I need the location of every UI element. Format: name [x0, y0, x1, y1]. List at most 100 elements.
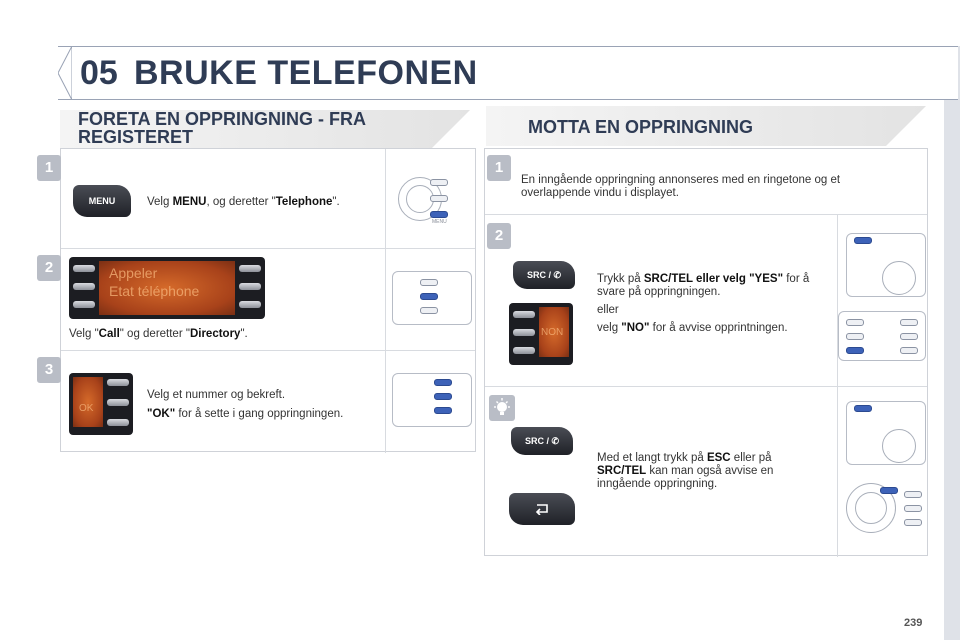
display-non-screen: NON: [509, 303, 573, 365]
display-ok: OK: [79, 403, 94, 414]
right-step-tip: SRC / ✆ Med et langt trykk på ESC eller …: [485, 387, 927, 557]
text-bold: "NO": [621, 322, 650, 334]
text-part: velg: [597, 322, 622, 334]
right-steps-panel: 1 En inngående oppringning annonseres me…: [484, 148, 928, 557]
right-section-title: MOTTA EN OPPRINGNING: [528, 117, 753, 137]
text-part: Velg ": [69, 328, 99, 340]
page-number: 239: [904, 617, 923, 629]
right-step-2: 2 SRC / ✆ NON Trykk på SRC/TEL eller vel…: [485, 215, 927, 387]
text-line: eller: [597, 304, 619, 316]
left-step-2-figure: [385, 249, 477, 350]
right-step-1: 1 En inngående oppringning annonseres me…: [485, 149, 927, 215]
text-part: Trykk på: [597, 273, 644, 285]
display-line-2: Etat téléphone: [109, 283, 200, 299]
text-part: Velg: [147, 196, 173, 208]
key-drawing: [420, 307, 438, 314]
screen-key: [73, 265, 95, 272]
screen-key: [107, 379, 129, 386]
return-arrow-icon: [535, 504, 548, 516]
control-knob-drawing: [846, 483, 896, 533]
text-part: ".: [332, 196, 340, 208]
left-step-3-text: Velg et nummer og bekreft. "OK" for å se…: [147, 389, 383, 421]
left-step-1-text: Velg MENU, og deretter "Telephone".: [147, 196, 387, 209]
screen-key: [513, 347, 535, 354]
text-part: ".: [240, 328, 248, 340]
text-part: " og deretter ": [119, 328, 190, 340]
lamp-icon: [489, 395, 515, 421]
src-tel-label: SRC / ✆: [526, 270, 562, 280]
screen-key: [73, 283, 95, 290]
left-step-3: 3 OK Velg et nummer og bekreft. "OK" for…: [37, 351, 477, 453]
key-drawing: [900, 333, 918, 340]
src-key-highlight: [854, 237, 872, 244]
key-drawing: [420, 279, 438, 286]
left-step-1-figure: MENU: [385, 149, 477, 248]
menu-button-image: MENU: [73, 185, 131, 217]
key-highlight: [434, 393, 452, 400]
left-step-3-figure: [385, 351, 477, 453]
text-bold: ESC: [706, 452, 731, 464]
key-drawing: [430, 195, 448, 202]
display-screen: [73, 377, 103, 427]
left-section-title-line1: FORETA EN OPPRINGNING - FRA: [78, 109, 366, 129]
text-line: velg "NO" for å avvise opprintningen.: [597, 322, 829, 335]
text-bold: Telephone: [275, 196, 333, 208]
display-screen: [99, 261, 235, 315]
keypad-drawing: [392, 373, 472, 427]
right-step-2-figure: [837, 215, 929, 386]
screen-key: [239, 301, 261, 308]
step-number-badge: 3: [37, 357, 61, 383]
text-line: Trykk på SRC/TEL eller velg "YES" for å …: [597, 273, 829, 299]
key-drawing: [904, 505, 922, 512]
text-part: eller på: [730, 452, 772, 464]
key-highlight: [434, 407, 452, 414]
right-step-tip-figure: [837, 387, 929, 557]
display-non: NON: [541, 327, 564, 338]
right-step-tip-text: Med et langt trykk på ESC eller på SRC/T…: [597, 452, 805, 491]
chapter-header: [58, 46, 958, 100]
key-drawing: [900, 319, 918, 326]
key-drawing: [904, 519, 922, 526]
esc-key-highlight: [880, 487, 898, 494]
key-drawing: [900, 347, 918, 354]
text-part: for å avvise opprintningen.: [649, 322, 788, 334]
key-drawing: [846, 333, 864, 340]
header-corner: [58, 46, 72, 100]
text-part: for å sette i gang oppringningen.: [175, 408, 344, 420]
src-tel-button-image: SRC / ✆: [513, 261, 575, 289]
src-key-highlight: [854, 405, 872, 412]
text-part: , og deretter ": [206, 196, 276, 208]
key-highlight: [434, 379, 452, 386]
left-step-2: 2 Appeler Etat téléphone Velg "Call" og …: [37, 249, 477, 351]
esc-button-image: [509, 493, 575, 525]
left-step-2-text: Velg "Call" og deretter "Directory".: [69, 328, 369, 341]
menu-button-label: MENU: [88, 196, 116, 206]
left-section-title-line2: REGISTERET: [78, 127, 194, 147]
src-tel-label: SRC / ✆: [524, 436, 560, 446]
text-part: kan man også avvise en inngående oppring…: [597, 465, 774, 490]
text-bold: SRC/TEL eller velg "YES": [643, 273, 784, 285]
text-part: Med et langt trykk på: [597, 452, 707, 464]
src-tel-button-image: SRC / ✆: [511, 427, 573, 455]
screen-key: [513, 329, 535, 336]
chapter-number: 05: [80, 54, 118, 92]
text-line: Velg et nummer og bekreft.: [147, 389, 286, 401]
key-drawing: [430, 179, 448, 186]
right-step-1-text: En inngående oppringning annonseres med …: [521, 174, 841, 199]
page-edge-band: [944, 46, 960, 640]
text-bold: Call: [98, 328, 120, 340]
control-knob-drawing: [882, 429, 916, 463]
screen-key: [239, 283, 261, 290]
screen-key: [107, 399, 129, 406]
step-number-badge: 2: [37, 255, 61, 281]
display-call-menu: Appeler Etat téléphone: [69, 257, 265, 319]
text-part: for å svare på oppringningen.: [597, 273, 810, 298]
key-drawing: [904, 491, 922, 498]
key-label-menu: MENU: [432, 219, 447, 225]
left-steps-panel: 1 MENU Velg MENU, og deretter "Telephone…: [37, 148, 477, 453]
screen-key: [513, 311, 535, 318]
screen-key: [107, 419, 129, 426]
display-ok-screen: OK: [69, 373, 133, 435]
display-screen: [539, 307, 569, 357]
control-knob-drawing: [882, 261, 916, 295]
